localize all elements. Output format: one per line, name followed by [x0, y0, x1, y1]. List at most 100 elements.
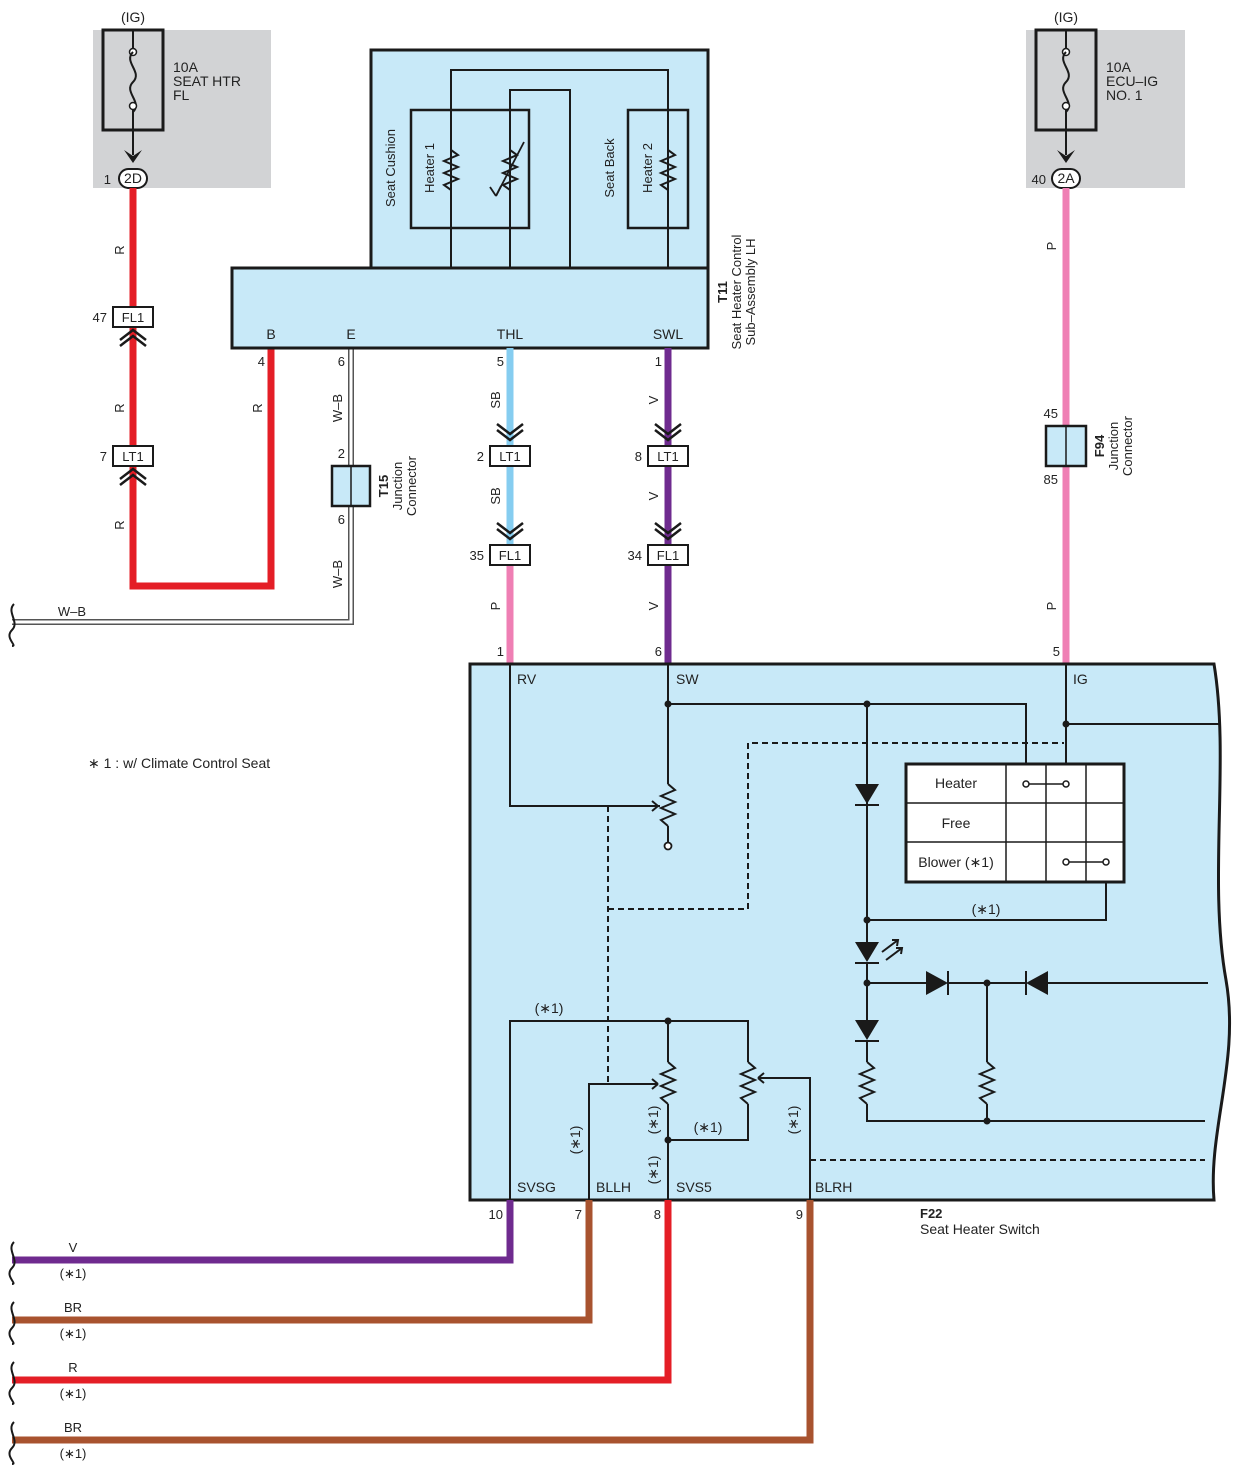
- connector-fl1-35: FL1 35: [470, 522, 531, 566]
- junction-f94-pin-top: 45: [1044, 406, 1058, 421]
- connector-lt1-7-name: LT1: [122, 449, 143, 464]
- fuse-right-name1: ECU–IG: [1106, 73, 1158, 89]
- junction-t15-pin-top: 2: [338, 446, 345, 461]
- wire-label-v2: V: [646, 491, 661, 500]
- mode-free: Free: [942, 815, 971, 831]
- output-wires: 10 7 8 9 V (∗1) BR (∗1) R (∗1) BR (∗1): [8, 1200, 814, 1465]
- seat-heater-switch-f22: RV SW IG Heater Free Blower (∗1): [468, 662, 1232, 1237]
- connector-fl1-47-pin: 47: [93, 310, 107, 325]
- fuse-left-ig-label: (IG): [121, 9, 145, 25]
- wire-thl: 5 SB SB P 1: [488, 348, 514, 664]
- wire-label-r3: R: [112, 520, 127, 529]
- seat-cushion-label: Seat Cushion: [383, 129, 398, 207]
- wire-red-b: R R R R 4: [112, 188, 275, 590]
- pin-svs5: 8: [654, 1207, 661, 1222]
- output-4-color: BR: [64, 1420, 82, 1435]
- junction-t15-code: T15: [376, 475, 391, 497]
- pin-bllh: 7: [575, 1207, 582, 1222]
- note-blower-line: (∗1): [972, 901, 1001, 917]
- connector-fl1-47-name: FL1: [122, 310, 144, 325]
- terminal-ig: IG: [1073, 671, 1088, 687]
- note-svs5-upper: (∗1): [645, 1106, 661, 1135]
- module-t11-name2: Sub–Assembly LH: [743, 239, 758, 346]
- terminal-sw: SW: [676, 671, 699, 687]
- note-bllh: (∗1): [567, 1126, 583, 1155]
- wire-label-sb2: SB: [488, 487, 503, 504]
- output-1-note: (∗1): [60, 1266, 87, 1281]
- connector-lt1-8-pin: 8: [635, 449, 642, 464]
- connector-lt1-7-pin: 7: [100, 449, 107, 464]
- wire-swl: 1 V V V 6: [646, 348, 672, 664]
- wire-label-r4: R: [250, 403, 265, 412]
- connector-lt1-2-name: LT1: [499, 449, 520, 464]
- seat-back-label: Seat Back: [602, 138, 617, 198]
- output-2-note: (∗1): [60, 1326, 87, 1341]
- module-t11-name1: Seat Heater Control: [729, 234, 744, 349]
- junction-t15-name1: Junction: [390, 462, 405, 510]
- fuse-right-name2: NO. 1: [1106, 87, 1143, 103]
- connector-fl1-34-pin: 34: [628, 548, 642, 563]
- connector-fl1-34: FL1 34: [628, 522, 689, 566]
- junction-t15-name2: Connector: [404, 455, 419, 516]
- junction-f94-pin-bottom: 85: [1044, 472, 1058, 487]
- output-1-color: V: [69, 1240, 78, 1255]
- wire-label-p-right1: P: [1044, 242, 1059, 251]
- pin-b: 4: [258, 354, 265, 369]
- connector-fl1-35-pin: 35: [470, 548, 484, 563]
- terminal-b: B: [266, 326, 275, 342]
- fuse-left-connector: 2D: [124, 170, 142, 186]
- connector-fl1-47: FL1 47: [93, 306, 154, 347]
- pin-svsg: 10: [489, 1207, 503, 1222]
- fuse-right-pin: 40: [1032, 172, 1046, 187]
- wire-label-r1: R: [112, 245, 127, 254]
- junction-f94: 45 85 F94 Junction Connector: [1044, 406, 1135, 487]
- connector-lt1-2: LT1 2: [477, 423, 531, 467]
- terminal-blrh: BLRH: [815, 1179, 852, 1195]
- wire-label-sb1: SB: [488, 391, 503, 408]
- seat-heater-module-t11: Seat Cushion Heater 1 Seat Back Heater 2…: [230, 48, 758, 350]
- fuse-left-name1: SEAT HTR: [173, 73, 241, 89]
- terminal-svs5: SVS5: [676, 1179, 712, 1195]
- terminal-rv: RV: [517, 671, 537, 687]
- wire-label-wb2: W–B: [330, 560, 345, 588]
- fuse-right-rating: 10A: [1106, 59, 1132, 75]
- junction-f94-name2: Connector: [1120, 415, 1135, 476]
- pin-rv: 1: [497, 644, 504, 659]
- module-t11-code: T11: [715, 281, 730, 303]
- connector-lt1-2-pin: 2: [477, 449, 484, 464]
- mode-heater: Heater: [935, 775, 977, 791]
- pin-sw: 6: [655, 644, 662, 659]
- connector-lt1-8-name: LT1: [657, 449, 678, 464]
- output-3-note: (∗1): [60, 1386, 87, 1401]
- fuse-left-pin: 1: [104, 172, 111, 187]
- wire-label-r2: R: [112, 403, 127, 412]
- output-4-note: (∗1): [60, 1446, 87, 1461]
- connector-lt1-7: LT1 7: [100, 445, 154, 486]
- pin-ig: 5: [1053, 644, 1060, 659]
- fuse-seat-htr-fl: (IG) 10A SEAT HTR FL 2D 1: [93, 9, 271, 189]
- output-2-color: BR: [64, 1300, 82, 1315]
- fuse-right-connector: 2A: [1057, 170, 1075, 186]
- connector-fl1-35-name: FL1: [499, 548, 521, 563]
- mode-blower: Blower (∗1): [918, 854, 994, 870]
- terminal-e: E: [346, 326, 355, 342]
- note-svsg: (∗1): [535, 1000, 564, 1016]
- note-blrh: (∗1): [785, 1106, 801, 1135]
- wire-label-wb3: W–B: [58, 604, 86, 619]
- wire-label-v1: V: [646, 395, 661, 404]
- heater1-label: Heater 1: [422, 143, 437, 193]
- terminal-thl: THL: [497, 326, 524, 342]
- connector-lt1-8: LT1 8: [635, 423, 689, 467]
- fuse-left-rating: 10A: [173, 59, 199, 75]
- fuse-ecu-ig-no1: (IG) 10A ECU–IG NO. 1 2A 40: [1026, 9, 1185, 189]
- output-3-color: R: [68, 1360, 77, 1375]
- wire-label-p-right2: P: [1044, 602, 1059, 611]
- wire-label-v3: V: [646, 601, 661, 610]
- terminal-svsg: SVSG: [517, 1179, 556, 1195]
- heater2-label: Heater 2: [640, 143, 655, 193]
- wire-wb-ground: W–B W–B W–B 6: [8, 348, 354, 647]
- wire-label-wb1: W–B: [330, 394, 345, 422]
- pin-e: 6: [338, 354, 345, 369]
- switch-f22-name: Seat Heater Switch: [920, 1221, 1040, 1237]
